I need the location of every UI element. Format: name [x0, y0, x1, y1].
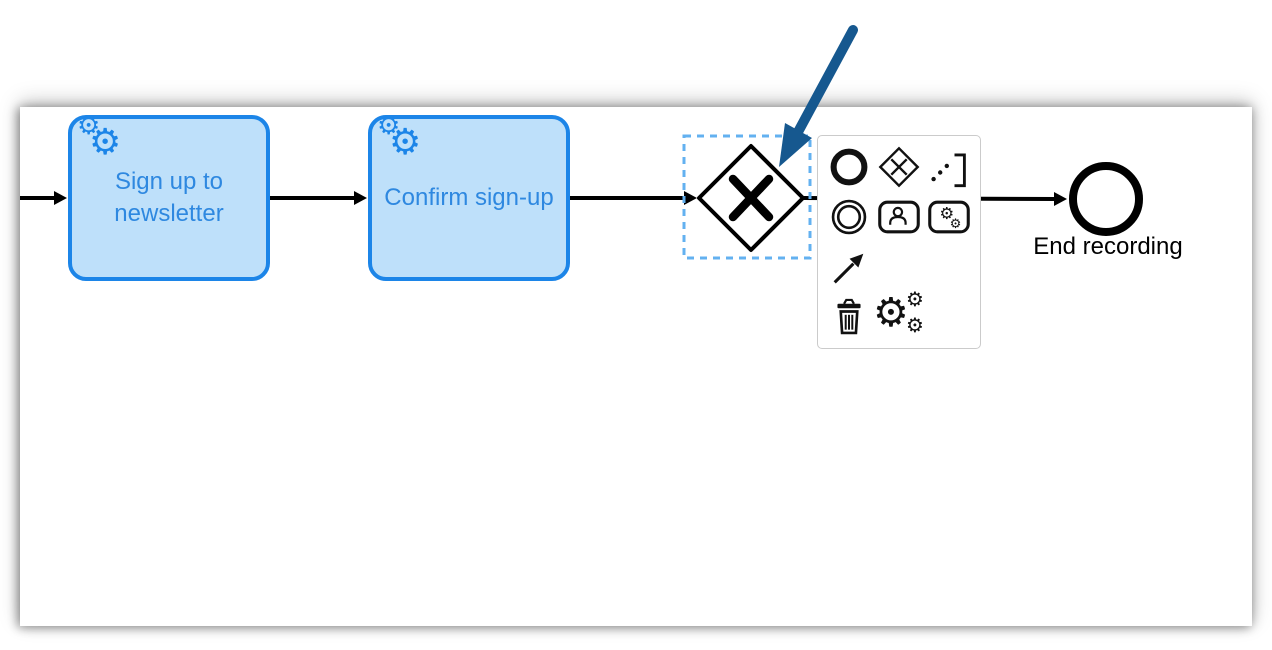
service-task-icon: ⚙ ⚙ — [928, 200, 970, 234]
service-task-marker-icon: ⚙⚙ — [377, 111, 422, 163]
svg-text:⚙: ⚙ — [950, 217, 962, 232]
svg-text:⚙: ⚙ — [939, 204, 954, 223]
task-confirm-sign-up[interactable]: ⚙⚙ Confirm sign-up — [368, 111, 570, 281]
context-pad: ⚙ ⚙ ⚙ ⚙ ⚙ — [817, 135, 981, 349]
end-event[interactable] — [1067, 160, 1145, 238]
end-event-icon — [830, 148, 868, 186]
delete-button[interactable] — [824, 292, 874, 342]
selection-box — [682, 134, 812, 260]
append-service-task-button[interactable]: ⚙ ⚙ — [924, 192, 974, 242]
append-end-event-button[interactable] — [824, 142, 874, 192]
append-user-task-button[interactable] — [874, 192, 924, 242]
sequence-flow[interactable] — [20, 191, 67, 205]
end-event-label: End recording — [1033, 233, 1183, 260]
append-text-annotation-button[interactable] — [924, 142, 974, 192]
connect-arrow-icon — [833, 253, 864, 284]
change-element-button[interactable]: ⚙ ⚙ ⚙ — [873, 287, 924, 342]
trash-icon — [837, 298, 861, 335]
task-label: Sign up to newsletter — [114, 168, 224, 227]
intermediate-event-icon — [831, 199, 867, 235]
gears-icon: ⚙ ⚙ ⚙ — [873, 287, 924, 337]
user-task-icon — [878, 200, 920, 234]
task-sign-up-to-newsletter[interactable]: ⚙⚙ Sign up to newsletter — [68, 113, 270, 281]
gateway-x-marker-icon — [728, 174, 774, 222]
text-annotation-icon — [931, 153, 966, 188]
append-intermediate-event-button[interactable] — [824, 192, 874, 242]
sequence-flow[interactable] — [270, 191, 367, 205]
connect-tool-button[interactable] — [824, 242, 874, 292]
gateway-icon — [878, 146, 920, 188]
append-gateway-button[interactable] — [874, 142, 924, 192]
sequence-flow[interactable] — [570, 191, 697, 205]
exclusive-gateway[interactable] — [696, 143, 806, 253]
task-label: Confirm sign-up — [384, 184, 554, 211]
